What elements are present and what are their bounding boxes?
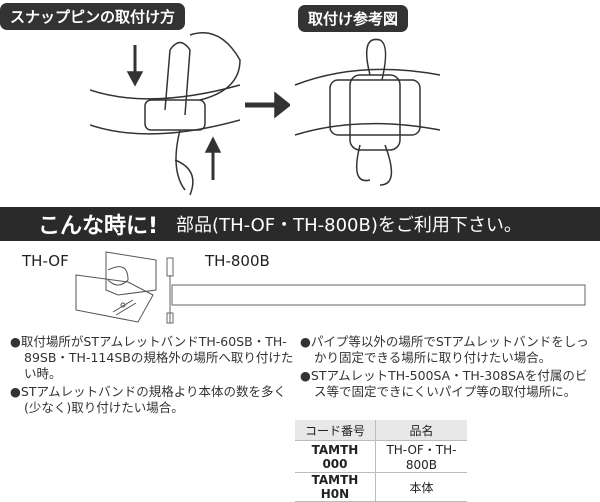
bullet-item: ●STアムレットTH-500SA・TH-308SAを付属のビス等で固定できにくい… bbox=[300, 368, 588, 399]
snap-pin-install-illustration bbox=[90, 32, 290, 196]
code-cell: TAMTH H0N bbox=[295, 472, 376, 502]
reference-illustration bbox=[294, 38, 441, 186]
bar-illustration bbox=[166, 257, 586, 324]
table-header: 品名 bbox=[375, 420, 467, 441]
bullets-left: ●取付場所がSTアムレットバンドTH-60SB・TH-89SB・TH-114SB… bbox=[10, 334, 295, 418]
bullet-item: ●パイプ等以外の場所でSTアムレットバンドをしっかり固定できる場所に取り付けたい… bbox=[300, 334, 589, 365]
bracket-label: TH-OF bbox=[22, 252, 69, 270]
install-method-badge: スナップピンの取付け方 bbox=[0, 3, 186, 30]
banner-text: 部品(TH-OF・TH-800B)をご利用下さい。 bbox=[176, 215, 522, 236]
banner-emphasis: こんな時に! bbox=[38, 214, 159, 239]
bar-label: TH-800B bbox=[205, 252, 270, 270]
bracket-illustration bbox=[75, 251, 157, 323]
usage-banner: こんな時に! 部品(TH-OF・TH-800B)をご利用下さい。 bbox=[0, 207, 600, 241]
name-cell: TH-OF・TH-800B bbox=[375, 440, 467, 473]
reference-badge: 取付け参考図 bbox=[298, 5, 409, 32]
bullets-right: ●パイプ等以外の場所でSTアムレットバンドをしっかり固定できる場所に取り付けたい… bbox=[300, 334, 598, 402]
name-cell: 本体 bbox=[375, 472, 467, 502]
bullet-item: ●取付場所がSTアムレットバンドTH-60SB・TH-89SB・TH-114SB… bbox=[10, 334, 294, 381]
code-cell: TAMTH 000 bbox=[295, 440, 376, 473]
table-header: コード番号 bbox=[295, 420, 376, 441]
bullet-item: ●STアムレットバンドの規格より本体の数を多く(少なく)取り付けたい場合。 bbox=[10, 384, 286, 415]
